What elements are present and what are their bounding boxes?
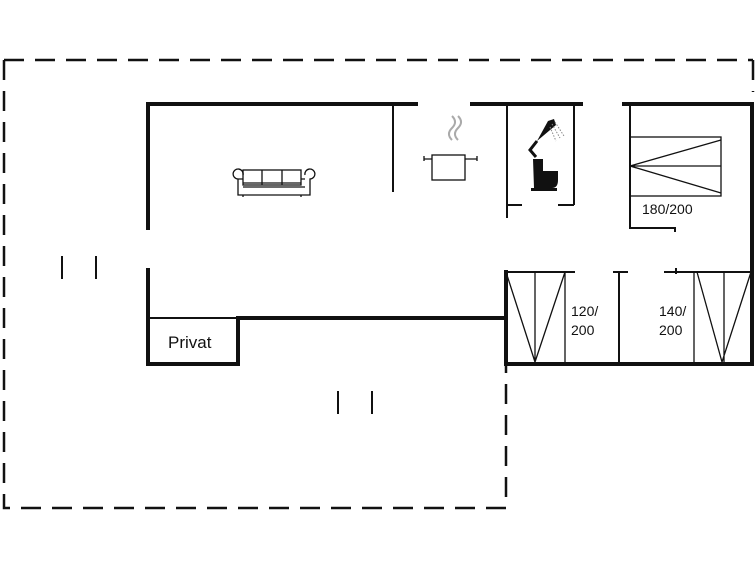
sofa-icon: [232, 168, 316, 197]
bed-icon: [505, 271, 566, 365]
shower-icon: [528, 119, 565, 158]
bed-size-single-2-line2: 200: [659, 322, 683, 338]
interior-walls: [148, 104, 752, 362]
bed-size-master: 180/200: [642, 201, 693, 217]
bed-icon: [693, 271, 752, 365]
exterior-walls: [146, 102, 754, 366]
bed-size-single-2-line1: 140/: [659, 303, 686, 319]
bed-size-single-1-line2: 200: [571, 322, 595, 338]
cooking-pot-icon: [423, 115, 478, 181]
bed-size-single-1-line1: 120/: [571, 303, 598, 319]
toilet-icon: [531, 159, 558, 191]
terrace-outline: [2, 58, 755, 510]
room-label-privat: Privat: [168, 333, 212, 352]
door-marks: [61, 256, 373, 414]
bed-icon: [629, 136, 722, 197]
